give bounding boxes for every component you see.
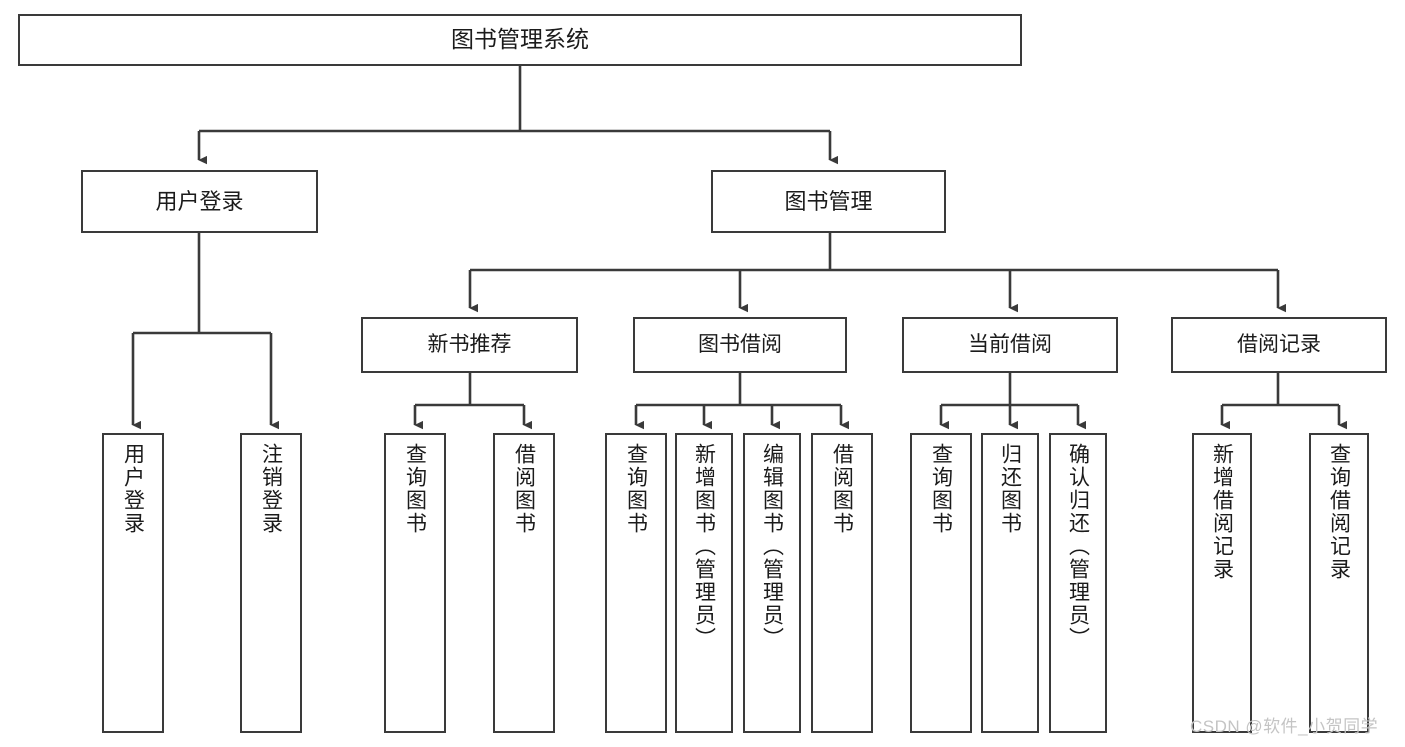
leaf-user-login[interactable]: 用户登录 — [102, 433, 164, 733]
node-label: 当前借阅 — [968, 332, 1052, 356]
node-current-borrow[interactable]: 当前借阅 — [902, 317, 1118, 373]
node-user-login[interactable]: 用户登录 — [81, 170, 318, 233]
leaf-query-borrow-record[interactable]: 查询借阅记录 — [1309, 433, 1369, 733]
node-label: 确认归还（管理员） — [1066, 443, 1090, 650]
leaf-new-book-borrow[interactable]: 借阅图书 — [493, 433, 555, 733]
node-new-book-recommend[interactable]: 新书推荐 — [361, 317, 578, 373]
node-book-management-system[interactable]: 图书管理系统 — [18, 14, 1022, 66]
node-label: 注销登录 — [259, 443, 283, 535]
node-label: 图书管理系统 — [451, 26, 589, 53]
leaf-new-book-query[interactable]: 查询图书 — [384, 433, 446, 733]
leaf-logout[interactable]: 注销登录 — [240, 433, 302, 733]
leaf-add-borrow-record[interactable]: 新增借阅记录 — [1192, 433, 1252, 733]
node-label: 查询图书 — [624, 443, 648, 535]
node-label: 用户登录 — [121, 443, 145, 535]
node-book-management[interactable]: 图书管理 — [711, 170, 946, 233]
leaf-borrow-query-book[interactable]: 查询图书 — [605, 433, 667, 733]
leaf-current-confirm-return[interactable]: 确认归还（管理员） — [1049, 433, 1107, 733]
csdn-watermark: CSDN @软件_小贺同学 — [1190, 717, 1379, 736]
node-label: 图书借阅 — [698, 332, 782, 356]
node-label: 编辑图书（管理员） — [760, 443, 784, 650]
node-label: 查询图书 — [929, 443, 953, 535]
leaf-borrow-add-book[interactable]: 新增图书（管理员） — [675, 433, 733, 733]
leaf-current-query-book[interactable]: 查询图书 — [910, 433, 972, 733]
node-label: 新增图书（管理员） — [692, 443, 716, 650]
node-label: 归还图书 — [998, 443, 1022, 535]
node-label: 查询图书 — [403, 443, 427, 535]
node-label: 图书管理 — [784, 188, 873, 214]
node-label: 借阅图书 — [512, 443, 536, 535]
leaf-current-return-book[interactable]: 归还图书 — [981, 433, 1039, 733]
node-label: 借阅图书 — [830, 443, 854, 535]
node-label: 用户登录 — [155, 188, 244, 214]
node-borrow-record[interactable]: 借阅记录 — [1171, 317, 1387, 373]
node-book-borrow[interactable]: 图书借阅 — [633, 317, 847, 373]
node-label: 新增借阅记录 — [1210, 443, 1234, 581]
leaf-borrow-book[interactable]: 借阅图书 — [811, 433, 873, 733]
node-label: 新书推荐 — [427, 332, 512, 356]
node-label: 借阅记录 — [1237, 332, 1321, 356]
node-label: 查询借阅记录 — [1327, 443, 1351, 581]
leaf-borrow-edit-book[interactable]: 编辑图书（管理员） — [743, 433, 801, 733]
